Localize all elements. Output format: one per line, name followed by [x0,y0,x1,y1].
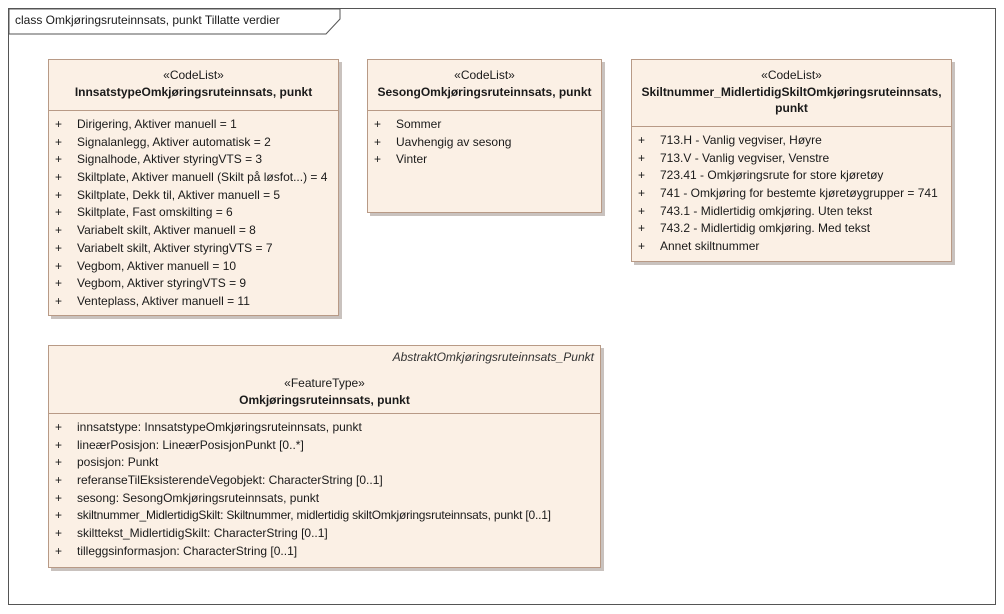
literal-item[interactable]: +Skiltplate, Aktiver manuell (Skilt på l… [55,170,328,185]
codelist-sesong[interactable]: «CodeList» SesongOmkjøringsruteinnsats, … [367,59,602,213]
attribute-item[interactable]: +posisjon: Punkt [55,455,159,470]
codelist-skiltnummer[interactable]: «CodeList» Skiltnummer_MidlertidigSkiltO… [631,59,952,262]
literal-list: +Sommer +Uavhengig av sesong +Vinter [368,111,601,169]
attribute-item[interactable]: +tilleggsinformasjon: CharacterString [0… [55,543,298,558]
attribute-item[interactable]: +referanseTilEksisterendeVegobjekt: Char… [55,473,383,488]
diagram-frame: class Omkjøringsruteinnsats, punkt Tilla… [8,8,996,605]
stereotype-label: «CodeList» [761,68,822,82]
class-header: «CodeList» InnsatstypeOmkjøringsruteinns… [49,60,338,110]
stereotype-label: «FeatureType» [284,376,365,390]
literal-item[interactable]: +Sommer [374,117,442,131]
attribute-list: +innsatstype: InnsatstypeOmkjøringsrutei… [49,414,600,561]
literal-item[interactable]: +Signalhode, Aktiver styringVTS = 3 [55,152,263,167]
attribute-item[interactable]: +innsatstype: InnsatstypeOmkjøringsrutei… [55,420,362,434]
attribute-item[interactable]: +lineærPosisjon: LineærPosisjonPunkt [0.… [55,437,304,452]
literal-item[interactable]: +Venteplass, Aktiver manuell = 11 [55,293,250,308]
class-name: InnsatstypeOmkjøringsruteinnsats, punkt [74,85,313,99]
literal-item[interactable]: +Dirigering, Aktiver manuell = 1 [55,117,237,131]
literal-item[interactable]: +Uavhengig av sesong [374,134,512,149]
class-name: SesongOmkjøringsruteinnsats, punkt [377,85,592,99]
literal-item[interactable]: +713.V - Vanlig vegviser, Venstre [638,150,830,165]
literal-item[interactable]: +Skiltplate, Fast omskilting = 6 [55,205,233,220]
stereotype-label: «CodeList» [454,68,515,82]
compartment-divider [368,110,601,111]
literal-item[interactable]: +Annet skiltnummer [638,239,760,254]
literal-item[interactable]: +Signalanlegg, Aktiver automatisk = 2 [55,134,271,149]
literal-item[interactable]: +Variabelt skilt, Aktiver styringVTS = 7 [55,240,273,255]
class-name-line2: punkt [775,101,808,115]
frame-label: class Omkjøringsruteinnsats, punkt Tilla… [15,13,280,27]
class-name: Omkjøringsruteinnsats, punkt [239,393,410,407]
literal-item[interactable]: +Vegbom, Aktiver manuell = 10 [55,258,237,273]
compartment-divider [49,110,338,111]
attribute-item[interactable]: +sesong: SesongOmkjøringsruteinnsats, pu… [55,490,320,505]
literal-list: +Dirigering, Aktiver manuell = 1 +Signal… [49,111,338,311]
literal-item[interactable]: +Vinter [374,152,428,167]
abstract-parent-label: AbstraktOmkjøringsruteinnsats_Punkt [392,350,594,364]
literal-item[interactable]: +713.H - Vanlig vegviser, Høyre [638,133,822,147]
literal-item[interactable]: +723.41 - Omkjøringsrute for store kjøre… [638,168,884,183]
attribute-item[interactable]: +skiltnummer_MidlertidigSkilt: Skiltnumm… [55,508,551,523]
frame-tab [9,9,341,35]
literal-item[interactable]: +743.2 - Midlertidig omkjøring. Med teks… [638,221,871,236]
stereotype-label: «CodeList» [163,68,224,82]
class-header: «CodeList» Skiltnummer_MidlertidigSkiltO… [632,60,951,126]
literal-item[interactable]: +743.1 - Midlertidig omkjøring. Uten tek… [638,203,873,218]
compartment-divider [49,413,600,414]
class-header: «FeatureType» Omkjøringsruteinnsats, pun… [49,346,600,413]
attribute-item[interactable]: +skilttekst_MidlertidigSkilt: CharacterS… [55,526,328,541]
literal-list: +713.H - Vanlig vegviser, Høyre +713.V -… [632,127,951,256]
codelist-innsatstype[interactable]: «CodeList» InnsatstypeOmkjøringsruteinns… [48,59,339,316]
literal-item[interactable]: +Vegbom, Aktiver styringVTS = 9 [55,276,247,291]
literal-item[interactable]: +Skiltplate, Dekk til, Aktiver manuell =… [55,187,281,202]
class-header: «CodeList» SesongOmkjøringsruteinnsats, … [368,60,601,110]
literal-item[interactable]: +Variabelt skilt, Aktiver manuell = 8 [55,223,256,238]
class-name-line1: Skiltnummer_MidlertidigSkiltOmkjøringsru… [641,85,942,99]
featuretype-omkjoringsruteinnsats[interactable]: AbstraktOmkjøringsruteinnsats_Punkt «Fea… [48,345,601,568]
compartment-divider [632,126,951,127]
literal-item[interactable]: +741 - Omkjøring for bestemte kjøretøygr… [638,186,938,201]
